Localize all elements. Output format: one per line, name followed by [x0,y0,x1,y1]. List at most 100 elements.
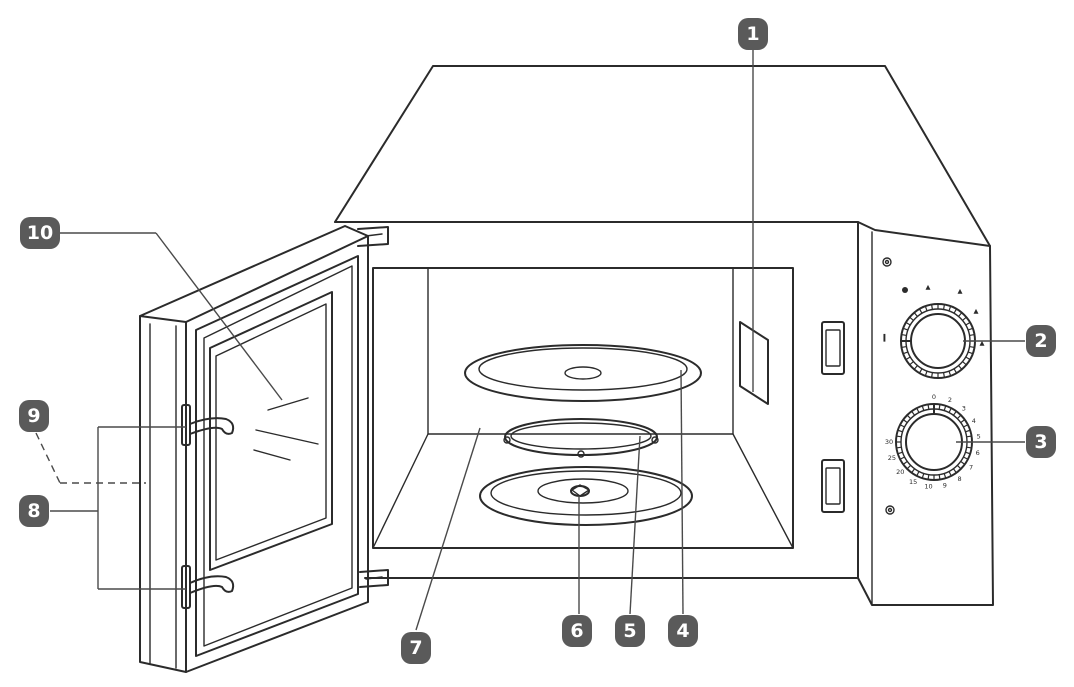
knob-tick [930,372,934,378]
callout-badge-5: 5 [615,615,645,647]
microwave-body [334,65,994,606]
knob-tick [921,405,925,411]
knob-tick [943,405,947,411]
timer-scale-label: 5 [977,433,981,441]
knob-tick [966,435,972,438]
knob-tick [948,471,952,477]
knob-tick [942,372,946,378]
knob-tick [938,404,941,410]
knob-tick [965,451,971,455]
callout-badge-9: 9 [19,400,49,432]
timer-scale-label: 8 [957,475,961,483]
knob-tick [927,404,930,410]
knob-tick [953,368,958,374]
svg-text:▲: ▲ [974,307,979,315]
knob-tick [906,414,912,420]
knob-tick [899,456,905,460]
callout-badge-1: 1 [738,18,768,50]
callout-label: 10 [27,222,53,244]
knob-tick [921,473,925,479]
door-window [209,291,333,571]
knob-tick [965,356,971,361]
svg-text:▲: ▲ [980,339,985,347]
knob-tick [927,474,930,480]
door-hook-lower [181,565,235,609]
knob-tick [918,308,923,314]
timer-scale-label: 15 [909,478,917,486]
power-level-knob[interactable]: ▲ ▲ ▲ ▲ ▍ [883,283,985,379]
timer-scale-label: 25 [888,454,896,462]
knob-tick [896,446,902,449]
timer-scale-label: 10 [924,483,932,491]
knob-tick [897,429,903,433]
control-panel-screws [882,257,895,515]
leader-lines [35,49,1025,631]
callout-label: 1 [746,23,759,45]
knob-tick [911,468,916,474]
knob-tick [952,468,957,474]
rotating-shaft-coupler [570,484,590,497]
knob-tick [958,365,963,370]
callout-badge-10: 10 [20,217,60,249]
knob-tick [902,460,908,465]
door-latch-slot-lower [821,459,845,513]
knob-tick [905,321,911,326]
callout-badge-4: 4 [668,615,698,647]
oven-cavity [372,267,794,549]
knob-tick [942,304,946,310]
knob-tick [930,304,934,310]
knob-tick [965,321,971,326]
knob-tick [948,407,952,413]
timer-scale-label: 20 [896,468,904,476]
knob-tick [963,424,969,428]
knob-tick [969,333,975,337]
knob-tick [962,316,967,321]
knob-tick [953,308,958,314]
callout-label: 4 [676,620,689,642]
knob-tick [918,368,923,374]
knob-tick [903,351,909,355]
timer-scale-label: 2 [948,396,952,404]
waveguide-cover [739,321,769,405]
callout-label: 8 [27,500,40,522]
callout-label: 5 [623,620,636,642]
knob-tick [938,474,941,480]
knob-tick [965,429,971,433]
callout-label: 2 [1034,330,1047,352]
knob-tick [948,370,952,376]
knob-tick [952,410,957,416]
timer-scale-label: 7 [969,464,973,472]
knob-tick [902,419,908,424]
callout-badge-3: 3 [1026,426,1056,458]
control-panel [857,221,994,606]
knob-tick [967,351,973,355]
timer-scale-label: 6 [976,449,980,457]
callout-badge-8: 8 [19,495,49,527]
knob-tick [967,327,973,331]
callout-label: 7 [409,637,422,659]
knob-tick [969,345,975,349]
timer-scale-label: 9 [943,482,947,490]
knob-tick [901,345,907,349]
svg-text:▍: ▍ [883,333,889,342]
knob-tick [960,460,966,465]
callout-label: 6 [570,620,583,642]
knob-tick [897,451,903,455]
knob-tick [956,414,962,420]
roller-ring [503,418,659,458]
knob-tick [963,456,969,460]
knob-tick [909,316,914,321]
svg-text:▲: ▲ [958,287,963,295]
timer-scale-label: 30 [885,438,893,446]
cavity-floor-plate [479,466,693,526]
knob-tick [906,464,912,470]
knob-tick [958,312,963,317]
knob-tick [911,410,916,416]
svg-text:▲: ▲ [926,283,931,291]
knob-tick [966,446,972,449]
knob-tick [896,435,902,438]
knob-tick [962,361,967,366]
knob-tick [905,356,911,361]
knob-tick [956,464,962,470]
